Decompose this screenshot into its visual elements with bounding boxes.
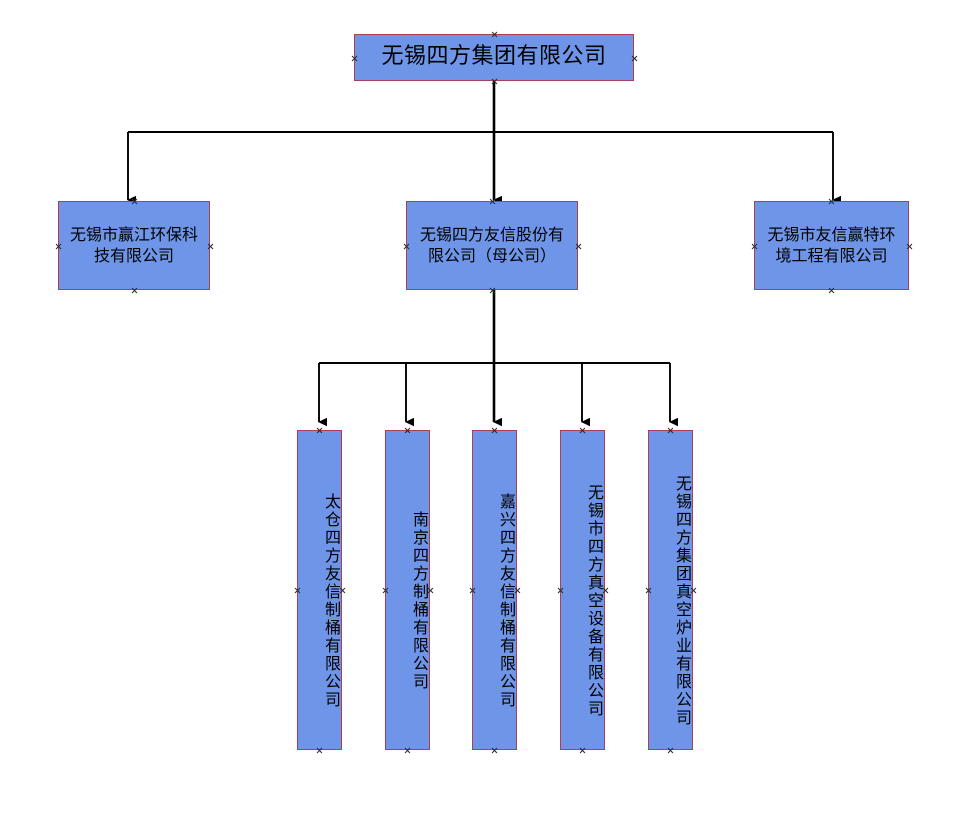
node-level2-left-label: 无锡市赢江环保科技有限公司 bbox=[69, 225, 198, 265]
node-leaf-2-label: 南京四方制桶有限公司 bbox=[410, 511, 429, 691]
node-level2-left[interactable]: 无锡市赢江环保科技有限公司 bbox=[58, 201, 210, 290]
node-leaf-1-label: 太仓四方友信制桶有限公司 bbox=[322, 493, 341, 709]
node-level2-center[interactable]: 无锡四方友信股份有限公司（母公司） bbox=[406, 201, 578, 290]
node-leaf-1[interactable]: 太仓四方友信制桶有限公司 bbox=[297, 430, 342, 750]
node-level2-right-label: 无锡市友信赢特环境工程有限公司 bbox=[767, 225, 896, 265]
node-leaf-4-label: 无锡市四方真空设备有限公司 bbox=[585, 484, 604, 718]
node-leaf-3-label: 嘉兴四方友信制桶有限公司 bbox=[497, 493, 516, 709]
node-leaf-5-label: 无锡四方集团真空炉业有限公司 bbox=[673, 475, 692, 727]
node-level2-center-label: 无锡四方友信股份有限公司（母公司） bbox=[419, 225, 564, 265]
node-leaf-4[interactable]: 无锡市四方真空设备有限公司 bbox=[560, 430, 605, 750]
node-leaf-3[interactable]: 嘉兴四方友信制桶有限公司 bbox=[472, 430, 517, 750]
node-leaf-5[interactable]: 无锡四方集团真空炉业有限公司 bbox=[648, 430, 693, 750]
node-root-label: 无锡四方集团有限公司 bbox=[381, 44, 607, 70]
node-leaf-2[interactable]: 南京四方制桶有限公司 bbox=[385, 430, 430, 750]
node-root[interactable]: 无锡四方集团有限公司 bbox=[354, 34, 634, 81]
node-level2-right[interactable]: 无锡市友信赢特环境工程有限公司 bbox=[754, 201, 909, 290]
